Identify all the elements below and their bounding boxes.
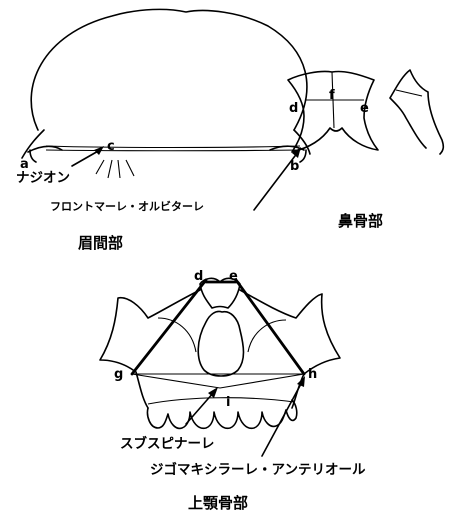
skull-outline (31, 9, 307, 130)
point-e-nasal-label: e (360, 101, 369, 116)
nasion-label: ナジオン (16, 170, 70, 186)
glabella-figure: a b c ナジオン フロントマーレ・オルビターレ 眉間部 (16, 9, 310, 252)
point-d-nasal-label: d (289, 101, 298, 116)
point-c-label: c (107, 139, 115, 154)
maxilla-title: 上顎骨部 (188, 494, 248, 512)
subspinale-label: スブスピナーレ (120, 435, 215, 452)
teeth-row (147, 400, 296, 428)
gum-line (148, 398, 294, 404)
nasion-arrow-line (72, 150, 100, 166)
glabella-title: 眉間部 (78, 234, 123, 252)
brow-line-2 (46, 150, 300, 151)
subspinale-arrow-line (186, 392, 214, 424)
point-g-label: g (114, 367, 123, 382)
nasal-title: 鼻骨部 (338, 212, 383, 230)
zygomaxillare-arrowhead (297, 376, 305, 387)
brow-line (46, 146, 300, 148)
point-h-label: h (308, 367, 317, 382)
nasal-side-outline (390, 70, 443, 154)
maxilla-figure: d e g h i スブスピナーレ ジゴマキシラーレ・アンテリオール 上顎骨部 (100, 269, 366, 512)
nasal-side-cross (396, 90, 422, 96)
point-e-maxilla-label: e (229, 269, 238, 284)
eh-line (236, 280, 304, 374)
zygomaxillare-label: ジゴマキシラーレ・アンテリオール (150, 461, 366, 478)
point-f-nasal-label: f (329, 88, 335, 103)
point-d-maxilla-label: d (194, 269, 203, 284)
nasal-aperture (198, 311, 243, 376)
point-i-label: i (226, 395, 230, 410)
frontomalare-label: フロントマーレ・オルビターレ (50, 199, 204, 213)
nasion-strokes (96, 160, 134, 178)
point-b-label: b (290, 159, 299, 174)
dg-line (132, 280, 206, 374)
nasal-figure: d e f 鼻骨部 (288, 70, 443, 230)
